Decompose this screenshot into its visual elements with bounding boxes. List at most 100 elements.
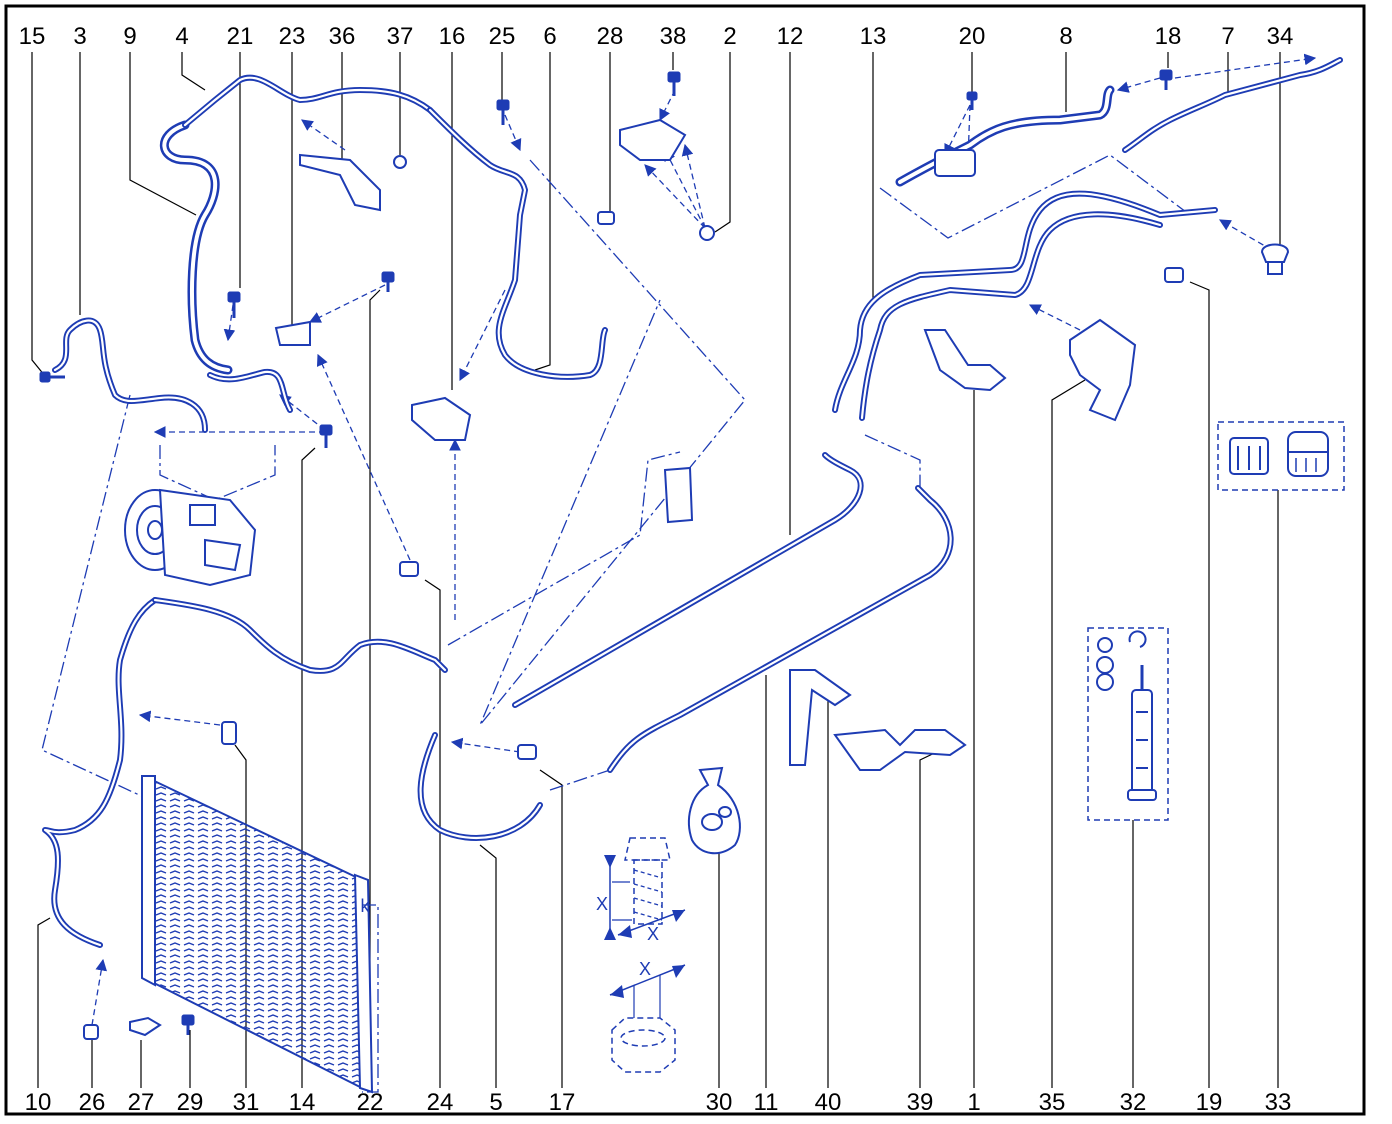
fastener-arrows xyxy=(91,53,1317,1026)
leader-35 xyxy=(1051,379,1086,1088)
arrow-31 xyxy=(138,710,221,726)
callout-16: 16 xyxy=(439,23,466,50)
condenser-core xyxy=(147,776,364,1090)
pipe-3 xyxy=(52,317,208,433)
callout-29: 29 xyxy=(177,1089,204,1116)
callout-38: 38 xyxy=(660,23,687,50)
leader-17 xyxy=(539,769,563,1088)
callout-27: 27 xyxy=(128,1089,155,1116)
assembly-line-bracket xyxy=(447,451,681,646)
callout-6: 6 xyxy=(543,23,556,50)
callouts-bottom: 10 26 27 29 31 14 22 24 5 17 30 11 40 39… xyxy=(25,1089,1292,1116)
leader-6 xyxy=(534,52,551,371)
arrow-34 xyxy=(1218,219,1273,251)
bracket-40 xyxy=(789,669,852,766)
callout-12: 12 xyxy=(777,23,804,50)
arrow-17 xyxy=(450,737,521,753)
leader-lines xyxy=(31,52,1281,1088)
assembly-lines xyxy=(41,154,1191,801)
nut-17 xyxy=(517,744,537,760)
callout-7: 7 xyxy=(1221,23,1234,50)
callout-1: 1 xyxy=(967,1089,980,1116)
dimension-label-x3: X xyxy=(639,959,651,979)
callout-18: 18 xyxy=(1155,23,1182,50)
valve-31 xyxy=(221,721,237,745)
callout-30: 30 xyxy=(706,1089,733,1116)
cap-large xyxy=(1229,437,1269,475)
pipe-center-left xyxy=(152,597,448,674)
hose-8 xyxy=(895,85,1115,187)
diagram-frame xyxy=(4,4,1366,1116)
compressor xyxy=(124,488,257,587)
callout-10: 10 xyxy=(25,1089,52,1116)
bracket-36 xyxy=(299,153,381,212)
dimension-label-x1: X xyxy=(596,894,608,914)
callout-32: 32 xyxy=(1120,1089,1147,1116)
arrow-35 xyxy=(1028,304,1081,331)
bolt-21 xyxy=(227,291,241,318)
bolt-18 xyxy=(1159,69,1173,90)
callout-8: 8 xyxy=(1059,23,1072,50)
arrow-25 xyxy=(504,114,522,152)
assembly-line-center xyxy=(479,159,746,726)
arrow-36 xyxy=(301,119,346,151)
pipe-11 xyxy=(607,485,954,773)
nut-19 xyxy=(1164,267,1184,283)
arrow-16 xyxy=(459,289,506,382)
nut-24 xyxy=(399,561,419,577)
bolt-20 xyxy=(966,91,978,110)
callout-4: 4 xyxy=(175,23,188,50)
bracket-16 xyxy=(411,396,472,441)
assembly-line-compressor-to-condenser xyxy=(41,394,151,801)
arrow-22 xyxy=(308,284,386,323)
callout-22: 22 xyxy=(357,1089,384,1116)
cap-small xyxy=(1287,431,1329,477)
nut-2 xyxy=(699,225,715,241)
callout-25: 25 xyxy=(489,23,516,50)
callout-5: 5 xyxy=(489,1089,502,1116)
callout-20: 20 xyxy=(959,23,986,50)
callout-31: 31 xyxy=(233,1089,260,1116)
callout-17: 17 xyxy=(549,1089,576,1116)
nut-37 xyxy=(393,155,407,169)
leader-19 xyxy=(1189,281,1210,1088)
bolt-38 xyxy=(667,71,681,96)
callout-33: 33 xyxy=(1265,1089,1292,1116)
pipe-4 xyxy=(182,74,433,128)
assembly-line-upper-right xyxy=(879,154,1191,239)
callout-2: 2 xyxy=(723,23,736,50)
dimension-label-x2: X xyxy=(647,924,659,944)
bolt-22 xyxy=(381,271,395,292)
nut-26 xyxy=(83,1024,99,1040)
bracket-23 xyxy=(274,320,311,346)
arrow-24a xyxy=(316,353,411,561)
callout-21: 21 xyxy=(227,23,254,50)
bolt-dimension-sketch: X X X xyxy=(596,837,686,1073)
callout-14: 14 xyxy=(289,1089,316,1116)
callout-3: 3 xyxy=(73,23,86,50)
arrow-26 xyxy=(91,958,108,1026)
callout-34: 34 xyxy=(1267,23,1294,50)
callout-15: 15 xyxy=(19,23,46,50)
arrow-2b xyxy=(681,143,706,229)
svg-text:k: k xyxy=(361,896,371,916)
arrow-2a xyxy=(644,164,706,229)
pipe-10 xyxy=(42,597,158,948)
fitting-20 xyxy=(934,149,976,177)
leader-24 xyxy=(424,579,441,1088)
fittings xyxy=(39,69,1290,1040)
drier-box xyxy=(1087,627,1169,821)
leader-9 xyxy=(129,52,197,216)
callout-26: 26 xyxy=(79,1089,106,1116)
bracket-1 xyxy=(923,329,1007,392)
bolt-29 xyxy=(181,1014,195,1035)
bolt-15 xyxy=(39,371,65,383)
leader-2 xyxy=(714,52,731,233)
callout-40: 40 xyxy=(815,1089,842,1116)
arrow-21 xyxy=(223,304,236,342)
bracket-39 xyxy=(833,728,967,771)
callout-11: 11 xyxy=(754,1089,779,1116)
assembly-line-valves xyxy=(864,434,921,490)
leader-5 xyxy=(479,844,497,1088)
